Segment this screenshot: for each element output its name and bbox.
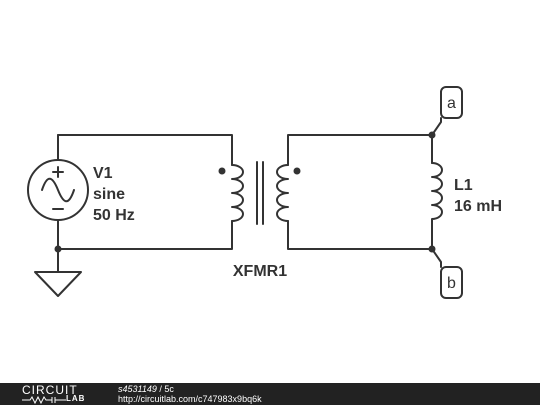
footer-url[interactable]: http://circuitlab.com/c747983x9bq6k bbox=[118, 394, 262, 404]
source-frequency-label: 50 Hz bbox=[93, 207, 135, 224]
footer-info: s4531149 / 5c http://circuitlab.com/c747… bbox=[118, 384, 262, 404]
footer-username[interactable]: s4531149 bbox=[118, 384, 157, 394]
circuit-schematic: V1 sine 50 Hz XFMR1 L1 16 mH a b bbox=[27, 86, 502, 299]
inductor-value-label: 16 mH bbox=[454, 198, 502, 215]
secondary-polarity-dot bbox=[293, 167, 301, 175]
transformer-xfmr1[interactable] bbox=[218, 161, 301, 225]
circuitlab-logo[interactable]: CIRCUIT LAB bbox=[22, 384, 102, 404]
source-type-label: sine bbox=[93, 186, 125, 203]
inductor-l1[interactable] bbox=[431, 162, 443, 222]
logo-word-bottom: LAB bbox=[66, 394, 86, 403]
logo-word-top: CIRCUIT bbox=[22, 383, 78, 397]
junction-node-ground bbox=[54, 245, 62, 253]
footer-bar: CIRCUIT LAB s4531149 / 5c http://circuit… bbox=[0, 383, 540, 405]
footer-project[interactable]: 5c bbox=[164, 384, 174, 394]
source-name-label: V1 bbox=[93, 165, 113, 182]
secondary-wires bbox=[287, 134, 433, 250]
primary-polarity-dot bbox=[218, 167, 226, 175]
resistor-squiggle-icon bbox=[22, 396, 66, 404]
primary-wires bbox=[57, 134, 233, 273]
pin-b[interactable]: b bbox=[431, 248, 463, 299]
voltage-source-v1[interactable] bbox=[27, 159, 89, 221]
pin-b-label: b bbox=[447, 275, 456, 292]
pin-a[interactable]: a bbox=[431, 86, 463, 136]
pin-a-label: a bbox=[447, 95, 456, 112]
transformer-name-label: XFMR1 bbox=[233, 263, 287, 280]
inductor-name-label: L1 bbox=[454, 177, 473, 194]
footer-separator: / bbox=[156, 384, 165, 394]
ground-symbol[interactable] bbox=[34, 271, 82, 297]
